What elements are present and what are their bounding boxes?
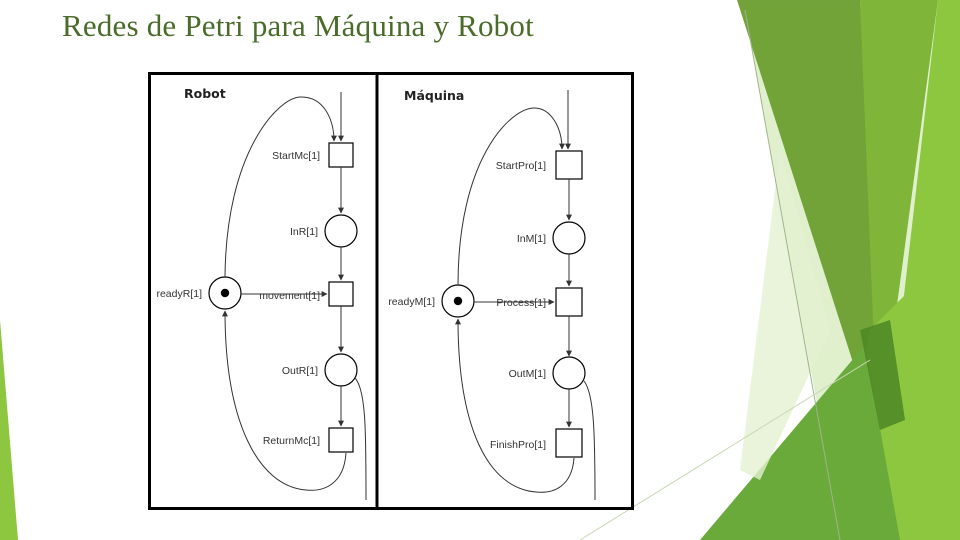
transition-label: Process[1] (496, 297, 546, 309)
place-inm (552, 221, 586, 255)
place-outr (324, 353, 358, 387)
robot-panel-title: Robot (184, 86, 226, 101)
place-outm (552, 356, 586, 390)
decor-shape-bottom-2 (700, 345, 900, 540)
petri-net-diagram: Robot StartMc[1] InR[1] movement[1] OutR… (148, 72, 634, 510)
resource-place-label: readyR[1] (156, 288, 202, 300)
petri-net-figure: Robot StartMc[1] InR[1] movement[1] OutR… (148, 72, 634, 510)
transition-label: StartMc[1] (272, 150, 320, 162)
transition-movement (328, 281, 354, 307)
transition-finishpro (555, 428, 583, 458)
decor-line-2 (579, 359, 871, 540)
transition-returnmc (328, 427, 354, 453)
decor-shape-right (900, 0, 960, 330)
place-label: OutM[1] (509, 368, 546, 380)
transition-label: FinishPro[1] (490, 439, 546, 451)
transition-startpro (555, 150, 583, 180)
place-label: OutR[1] (282, 365, 318, 377)
transition-startmc (328, 142, 354, 168)
decor-shape-mid (860, 0, 938, 370)
place-label: InM[1] (517, 233, 546, 245)
transition-process (555, 287, 583, 317)
token (220, 288, 230, 298)
machine-net: Máquina StartPro[1] InM[1] Process[1] Ou… (388, 88, 596, 501)
decor-shape-bottom-3 (860, 320, 905, 430)
place-label: InR[1] (290, 226, 318, 238)
resource-place-label: readyM[1] (388, 296, 435, 308)
token (453, 296, 463, 306)
left-edge-sliver (0, 320, 18, 540)
robot-net: Robot StartMc[1] InR[1] movement[1] OutR… (156, 86, 367, 501)
arc (455, 318, 575, 493)
arc (224, 96, 337, 278)
decor-shape-pale (740, 150, 830, 480)
arc (222, 310, 347, 491)
transition-label: ReturnMc[1] (263, 435, 320, 447)
arc (354, 377, 367, 501)
slide-title: Redes de Petri para Máquina y Robot (62, 8, 534, 43)
transition-label: StartPro[1] (496, 160, 546, 172)
decor-line-1 (744, 9, 841, 540)
arc (457, 107, 565, 286)
machine-panel-title: Máquina (404, 88, 464, 103)
transition-label: movement[1] (259, 290, 320, 302)
decor-shape-dark (737, 0, 880, 400)
place-inr (324, 214, 358, 248)
arc (583, 380, 596, 501)
